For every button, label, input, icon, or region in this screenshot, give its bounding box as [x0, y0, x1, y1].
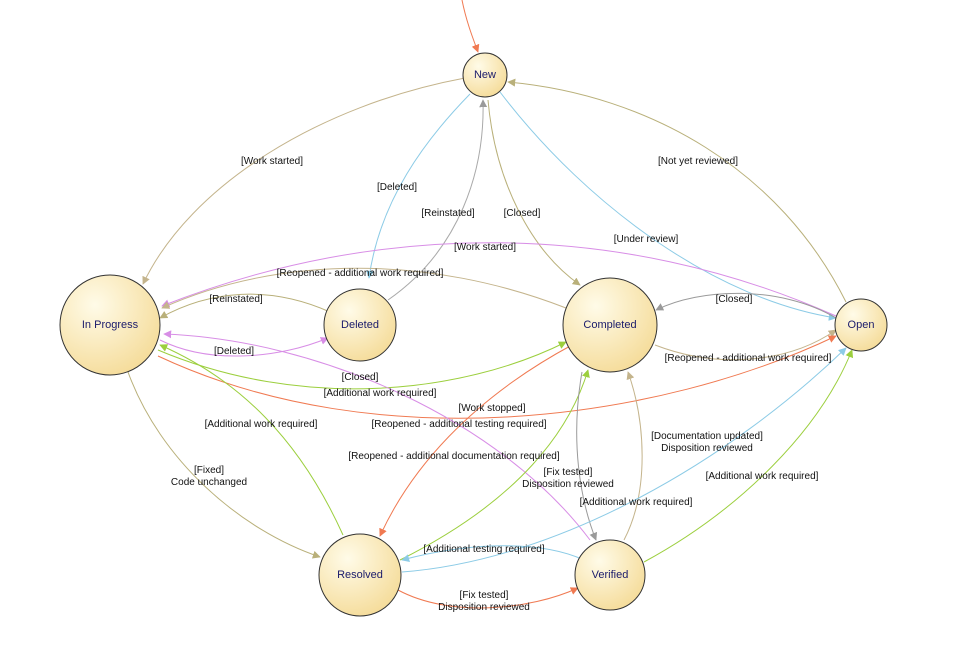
edge-new-inprogress [142, 77, 466, 285]
edge-new-open [499, 91, 837, 321]
state-completed-label: Completed [583, 319, 636, 331]
label-inprogress-deleted: [Deleted] [214, 346, 254, 357]
edge-resolved-inprogress [159, 344, 344, 536]
label-fixed: [Fixed] [194, 465, 224, 476]
edge-open-inprogress [161, 242, 837, 317]
label-inprogress-open: [Additional work required] [324, 388, 437, 399]
label-completed-resolved-docs: [Reopened - additional documentation req… [348, 451, 559, 462]
label-disposition-2: Disposition reviewed [661, 443, 753, 454]
label-fix-tested-2: [Fix tested] [460, 590, 509, 601]
edge-verified-inprogress [163, 330, 591, 541]
label-new-open: [Under review] [614, 234, 679, 245]
edge-verified-resolved [401, 545, 585, 563]
edge-resolved-verified [397, 587, 579, 609]
edge-start-new [461, 0, 480, 53]
edge-deleted-new [387, 99, 488, 301]
edge-verified-open [643, 349, 854, 563]
state-completed[interactable]: Completed [562, 277, 658, 373]
edge-open-completed [655, 292, 837, 319]
label-verified-open: [Additional work required] [706, 471, 819, 482]
label-completed-resolved-testing: [Reopened - additional testing required] [371, 419, 546, 430]
label-fix-tested-1: [Fix tested] [544, 467, 593, 478]
label-inprogress-completed: [Closed] [342, 372, 379, 383]
edge-inprogress-deleted [159, 337, 329, 357]
label-completed-open: [Reopened - additional work required] [665, 353, 832, 364]
state-new-label: New [474, 69, 496, 81]
label-verified-addl-work: [Additional work required] [580, 497, 693, 508]
state-resolved-label: Resolved [337, 569, 383, 581]
label-code-unchanged: Code unchanged [171, 477, 247, 488]
label-completed-inprogress: [Reopened - additional work required] [277, 268, 444, 279]
label-work-started-2: [Work started] [454, 242, 516, 253]
label-deleted-new: [Reinstated] [421, 208, 475, 219]
edge-inprogress-open [157, 335, 837, 419]
label-deleted-inprogress: [Reinstated] [209, 294, 263, 305]
edge-resolved-completed [399, 369, 590, 561]
label-doc-updated: [Documentation updated] [651, 431, 763, 442]
label-verified-inprogress: [Work stopped] [458, 403, 525, 414]
edge-completed-inprogress [161, 267, 567, 309]
edge-new-completed [487, 99, 581, 286]
edge-completed-verified [576, 371, 598, 541]
state-verified-label: Verified [592, 569, 629, 581]
edge-inprogress-resolved [127, 371, 321, 559]
edge-inprogress-completed [157, 341, 567, 390]
state-deleted[interactable]: Deleted [323, 288, 397, 362]
state-verified[interactable]: Verified [574, 539, 646, 611]
label-open-new: [Not yet reviewed] [658, 156, 738, 167]
label-new-deleted: [Deleted] [377, 182, 417, 193]
state-in-progress-label: In Progress [82, 319, 139, 331]
label-new-completed: [Closed] [504, 208, 541, 219]
state-deleted-label: Deleted [341, 319, 379, 331]
edge-completed-resolved [379, 344, 573, 537]
label-resolved-inprogress: [Additional work required] [205, 419, 318, 430]
edge-verified-completed [623, 371, 643, 541]
label-verified-resolved: [Additional testing required] [423, 544, 544, 555]
state-resolved[interactable]: Resolved [318, 533, 402, 617]
edge-deleted-inprogress [159, 293, 331, 319]
state-open[interactable]: Open [834, 298, 888, 352]
label-open-completed: [Closed] [716, 294, 753, 305]
edge-resolved-open [401, 347, 847, 573]
label-disposition-3: Disposition reviewed [438, 602, 530, 613]
edge-completed-open [654, 329, 837, 361]
edge-open-new [507, 78, 847, 303]
label-new-inprogress: [Work started] [241, 156, 303, 167]
state-in-progress[interactable]: In Progress [59, 274, 161, 376]
state-new[interactable]: New [462, 52, 508, 98]
label-disposition-1: Disposition reviewed [522, 479, 614, 490]
state-open-label: Open [848, 319, 875, 331]
